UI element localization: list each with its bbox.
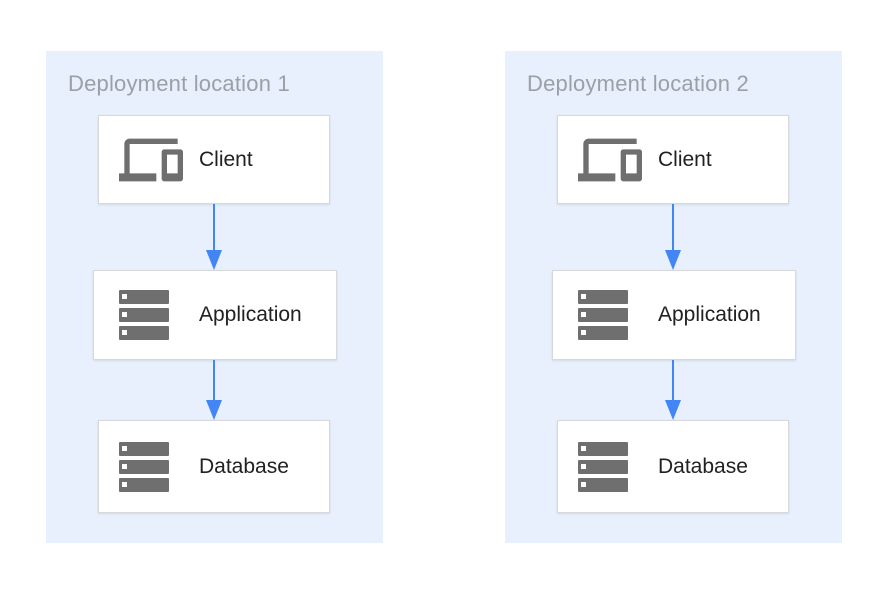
deployment-panel-2: Deployment location 2 Client Application: [505, 51, 842, 543]
panel-title: Deployment location 1: [68, 71, 290, 96]
application-node: Application: [552, 270, 796, 360]
node-label: Client: [658, 147, 712, 171]
arrow-down-icon: [665, 204, 681, 270]
devices-icon: [119, 128, 183, 192]
devices-icon: [578, 128, 642, 192]
application-node: Application: [93, 270, 337, 360]
deployment-panel-1: Deployment location 1 Client Application: [46, 51, 383, 543]
server-stack-icon: [119, 441, 183, 492]
node-label: Database: [199, 454, 289, 478]
client-node: Client: [557, 115, 789, 204]
server-stack-icon: [578, 290, 642, 340]
database-node: Database: [557, 420, 789, 513]
client-node: Client: [98, 115, 330, 204]
node-label: Client: [199, 147, 253, 171]
arrow-down-icon: [206, 360, 222, 420]
node-label: Database: [658, 454, 748, 478]
database-node: Database: [98, 420, 330, 513]
node-label: Application: [199, 303, 302, 326]
arrow-down-icon: [665, 360, 681, 420]
panel-title: Deployment location 2: [527, 71, 749, 96]
server-stack-icon: [119, 290, 183, 340]
node-label: Application: [658, 303, 761, 326]
arrow-down-icon: [206, 204, 222, 270]
server-stack-icon: [578, 441, 642, 492]
